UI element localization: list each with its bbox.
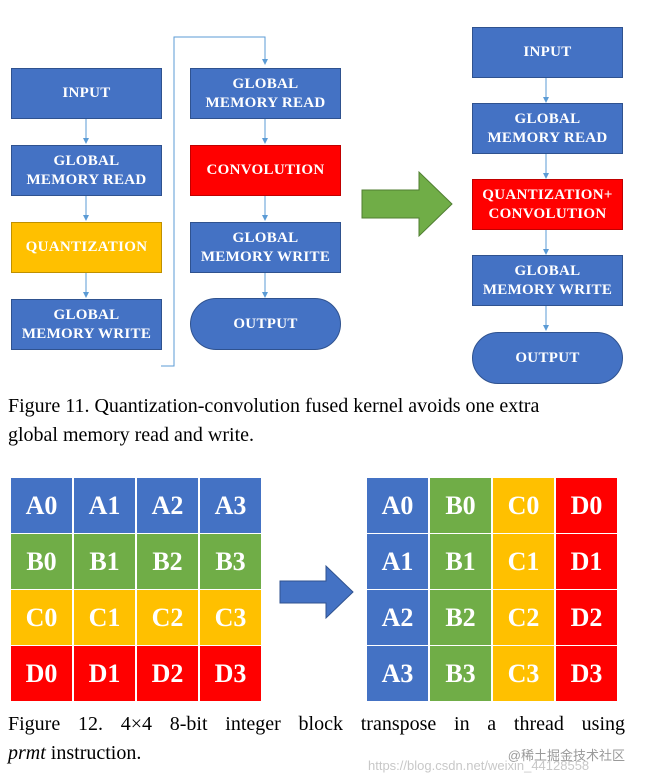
block-cell-c3: C3 xyxy=(200,590,261,645)
block-cell-d3: D3 xyxy=(556,646,617,701)
figure-12-caption: Figure 12. 4×4 8-bit integer block trans… xyxy=(8,710,625,768)
block-cell-a3: A3 xyxy=(367,646,428,701)
figure-11-caption-line-1: Figure 11. Quantization-convolution fuse… xyxy=(8,395,540,417)
fused-output-pill: OUTPUT xyxy=(472,332,623,384)
block-cell-d2: D2 xyxy=(137,646,198,701)
figure-11-caption-line-2: global memory read and write. xyxy=(8,424,255,446)
block-cell-c0: C0 xyxy=(11,590,72,645)
fused-quantization-convolution-box: QUANTIZATION+ CONVOLUTION xyxy=(472,179,623,230)
watermark-url: https://blog.csdn.net/weixin_44128558 xyxy=(368,758,590,773)
block-cell-c1: C1 xyxy=(493,534,554,589)
block-cell-a2: A2 xyxy=(367,590,428,645)
block-cell-b1: B1 xyxy=(74,534,135,589)
block-cell-b1: B1 xyxy=(430,534,491,589)
block-cell-d3: D3 xyxy=(200,646,261,701)
transpose-arrow-icon xyxy=(279,564,354,620)
flow-global-memory-read-box-2: GLOBAL MEMORY READ xyxy=(190,68,341,119)
block-cell-b3: B3 xyxy=(430,646,491,701)
block-cell-c2: C2 xyxy=(493,590,554,645)
block-cell-a2: A2 xyxy=(137,478,198,533)
block-cell-b2: B2 xyxy=(137,534,198,589)
block-cell-a1: A1 xyxy=(367,534,428,589)
flow-global-memory-write-box: GLOBAL MEMORY WRITE xyxy=(11,299,162,350)
block-cell-a0: A0 xyxy=(367,478,428,533)
block-cell-d1: D1 xyxy=(74,646,135,701)
block-cell-d2: D2 xyxy=(556,590,617,645)
block-cell-d0: D0 xyxy=(11,646,72,701)
block-cell-a3: A3 xyxy=(200,478,261,533)
block-cell-c3: C3 xyxy=(493,646,554,701)
flow-convolution-box: CONVOLUTION xyxy=(190,145,341,196)
block-cell-c0: C0 xyxy=(493,478,554,533)
fusion-arrow-icon xyxy=(361,170,453,238)
fused-global-memory-write-box: GLOBAL MEMORY WRITE xyxy=(472,255,623,306)
watermark-site: @稀土掘金技术社区 xyxy=(507,748,625,763)
figure-12-caption-code: prmt xyxy=(8,742,46,764)
figure-11-caption: Figure 11. Quantization-convolution fuse… xyxy=(8,392,625,450)
block-cell-c2: C2 xyxy=(137,590,198,645)
flow-input-box: INPUT xyxy=(11,68,162,119)
block-cell-d0: D0 xyxy=(556,478,617,533)
flow-output-pill: OUTPUT xyxy=(190,298,341,350)
figure-12-caption-line-2: instruction. xyxy=(45,742,142,764)
connector-loop xyxy=(161,36,268,367)
fused-input-box: INPUT xyxy=(472,27,623,78)
flow-global-memory-write-box-2: GLOBAL MEMORY WRITE xyxy=(190,222,341,273)
block-cell-c1: C1 xyxy=(74,590,135,645)
block-cell-b0: B0 xyxy=(430,478,491,533)
block-cell-b2: B2 xyxy=(430,590,491,645)
flow-global-memory-read-box: GLOBAL MEMORY READ xyxy=(11,145,162,196)
block-cell-b3: B3 xyxy=(200,534,261,589)
figure-12-caption-line-1: Figure 12. 4×4 8-bit integer block trans… xyxy=(8,713,625,735)
fused-global-memory-read-box: GLOBAL MEMORY READ xyxy=(472,103,623,154)
block-cell-d1: D1 xyxy=(556,534,617,589)
block-cell-b0: B0 xyxy=(11,534,72,589)
block-cell-a1: A1 xyxy=(74,478,135,533)
block-cell-a0: A0 xyxy=(11,478,72,533)
flow-quantization-box: QUANTIZATION xyxy=(11,222,162,273)
